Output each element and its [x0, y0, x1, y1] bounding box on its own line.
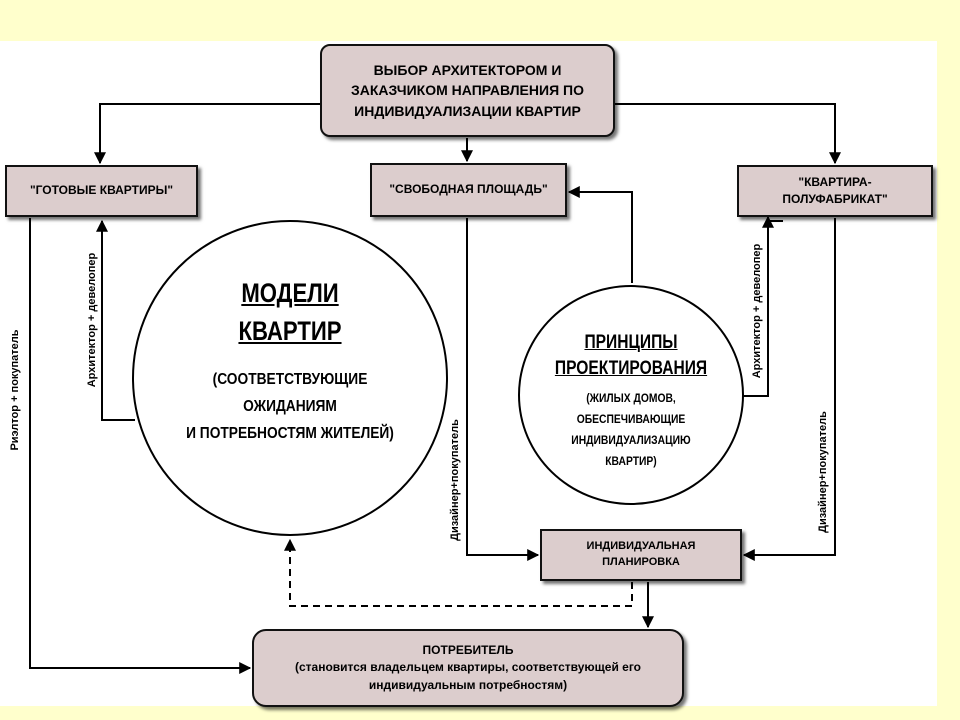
label-architect-developer-right: Архитектор + девелопер	[751, 243, 763, 379]
principles-body-line-1: (ЖИЛЫХ ДОМОВ,	[586, 391, 676, 405]
edge-models-to-ready	[96, 219, 135, 421]
box-architect-choice-line-2: ЗАКАЗЧИКОМ НАПРАВЛЕНИЯ ПО	[351, 82, 584, 99]
box-individual-layout: ИНДИВИДУАЛЬНАЯ ПЛАНИРОВКА	[540, 529, 742, 581]
principles-title-line-2: ПРОЕКТИРОВАНИЯ	[554, 358, 708, 379]
edge-layout-to-models-dashed	[284, 538, 633, 607]
circle-apartment-models: МОДЕЛИ КВАРТИР (СООТВЕТСТВУЮЩИЕ ОЖИДАНИЯ…	[132, 220, 448, 536]
box-semi-finished-line-2: ПОЛУФАБРИКАТ"	[782, 192, 888, 206]
models-title-line-1: МОДЕЛИ	[241, 278, 339, 308]
label-designer-buyer-right: Дизайнер+покупатель	[817, 411, 829, 533]
models-body-line-3: И ПОТРЕБНОСТЯМ ЖИТЕЛЕЙ)	[186, 425, 394, 442]
label-designer-buyer-middle: Дизайнер+покупатель	[449, 419, 461, 541]
box-architect-choice: ВЫБОР АРХИТЕКТОРОМ И ЗАКАЗЧИКОМ НАПРАВЛЕ…	[320, 44, 615, 137]
edge-semi-to-layout	[742, 218, 836, 561]
box-semi-finished: "КВАРТИРА- ПОЛУФАБРИКАТ"	[737, 165, 933, 217]
edge-free-to-layout	[466, 218, 540, 561]
principles-title-line-1: ПРИНЦИПЫ	[584, 332, 678, 353]
box-individual-layout-line-1: ИНДИВИДУАЛЬНАЯ	[586, 540, 696, 553]
label-realtor-buyer: Риэлтор + покупатель	[9, 329, 21, 451]
edge-top-to-ready	[94, 103, 320, 165]
box-architect-choice-line-1: ВЫБОР АРХИТЕКТОРОМ И	[373, 62, 562, 79]
edge-ready-to-consumer	[29, 218, 252, 674]
box-semi-finished-line-1: "КВАРТИРА-	[798, 174, 872, 189]
box-architect-choice-line-3: ИНДИВИДУАЛИЗАЦИИ КВАРТИР	[354, 102, 581, 119]
principles-body-line-4: КВАРТИР)	[605, 454, 657, 468]
models-title-line-2: КВАРТИР	[238, 316, 342, 346]
box-ready-apartments-label: "ГОТОВЫЕ КВАРТИРЫ"	[29, 183, 174, 198]
box-consumer: ПОТРЕБИТЕЛЬ (становится владельцем кварт…	[252, 629, 684, 707]
box-ready-apartments: "ГОТОВЫЕ КВАРТИРЫ"	[5, 165, 198, 217]
box-individual-layout-line-2: ПЛАНИРОВКА	[602, 556, 680, 568]
box-consumer-title: ПОТРЕБИТЕЛЬ	[422, 642, 514, 657]
edge-principles-to-free	[567, 186, 633, 283]
principles-body-line-3: ИНДИВИДУАЛИЗАЦИЮ	[571, 433, 691, 447]
box-free-area-label: "СВОБОДНАЯ ПЛОЩАДЬ"	[389, 182, 548, 197]
models-body-line-1: (СООТВЕТСТВУЮЩИЕ	[212, 371, 368, 388]
models-body-line-2: ОЖИДАНИЯМ	[243, 398, 337, 415]
edge-principles-to-semi	[742, 220, 783, 397]
box-free-area: "СВОБОДНАЯ ПЛОЩАДЬ"	[370, 163, 567, 217]
box-consumer-line-2: (становится владельцем квартиры, соответ…	[294, 660, 642, 675]
edge-top-to-semi	[615, 103, 841, 165]
circle-design-principles: ПРИНЦИПЫ ПРОЕКТИРОВАНИЯ (ЖИЛЫХ ДОМОВ, ОБ…	[518, 285, 744, 505]
label-architect-developer-left: Архитектор + девелопер	[86, 252, 98, 388]
principles-body-line-2: ОБЕСПЕЧИВАЮЩИЕ	[576, 412, 686, 426]
box-consumer-line-3: индивидуальным потребностям)	[368, 677, 568, 692]
